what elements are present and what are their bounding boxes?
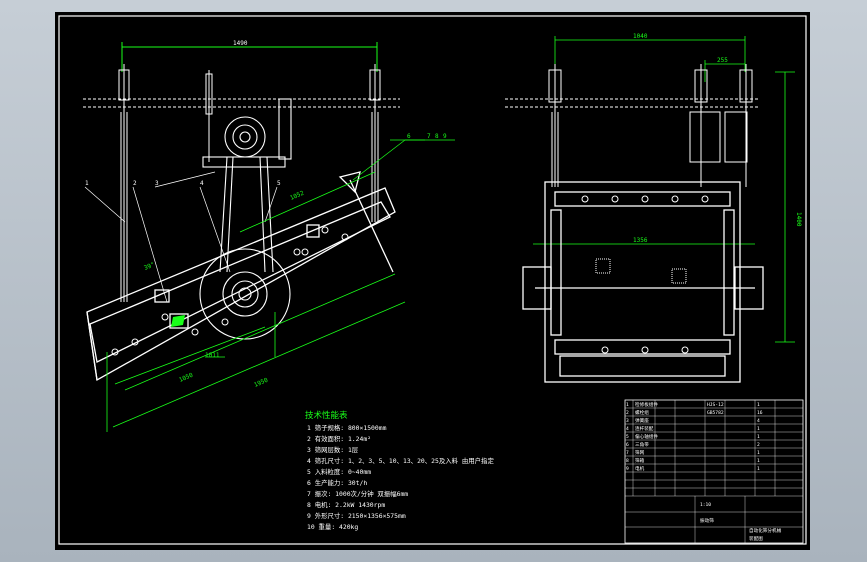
tb-drawing-name: 振动筛: [700, 517, 714, 524]
tb-cell: 1: [757, 434, 760, 440]
tb-scale: 1:10: [700, 502, 711, 508]
mesh-symbol-2: [671, 268, 687, 284]
tb-cell: 3: [626, 418, 629, 424]
part-label-4: 4: [200, 180, 204, 187]
tb-cell: 弹簧座: [635, 417, 649, 424]
spec-line: 1 筛子规格: 800×1500mm: [307, 423, 387, 432]
tb-cell: 2: [626, 410, 629, 416]
tb-cell: 7: [626, 450, 629, 456]
tb-cell: HJS-12: [707, 402, 724, 408]
dim-bottom-1: 1050: [178, 372, 194, 384]
tb-cell: 4: [626, 426, 629, 432]
part-label-9: 9: [443, 133, 447, 140]
tb-cell: 1: [626, 402, 629, 408]
drawing-sheet: 1490: [55, 12, 810, 550]
part-label-8: 8: [435, 133, 439, 140]
drawing-canvas: 1490: [58, 15, 807, 545]
part-label-2: 2: [133, 180, 137, 187]
tb-cell: 1: [757, 466, 760, 472]
mesh-symbol-1: [595, 258, 611, 274]
tb-cell: 偏心轴组件: [635, 433, 658, 440]
tb-cell: 筛箱: [635, 457, 645, 464]
tb-sheet: 装配图: [749, 535, 763, 542]
tb-cell: 连杆装配: [635, 425, 654, 432]
tb-cell: 1: [757, 458, 760, 464]
spec-line: 3 筛网层数: 1层: [307, 445, 359, 454]
dim-lower: 1011: [205, 352, 220, 359]
part-label-3: 3: [155, 180, 159, 187]
tb-cell: 6: [626, 442, 629, 448]
tb-cell: 检修板组件: [635, 401, 658, 408]
tech-specs-title: 技术性能表: [305, 410, 348, 421]
dim-small-right: 255: [717, 57, 728, 64]
right-view: 1040 255 1356 1400: [505, 33, 802, 383]
tb-cell: 三角带: [635, 441, 649, 448]
tb-cell: 2: [757, 442, 760, 448]
tech-specs: 技术性能表 1 筛子规格: 800×1500mm 2 有效面积: 1.24m² …: [305, 410, 494, 531]
title-block: 1 检修板组件 HJS-12 1 2 螺栓组 GB5782 16 3 弹簧座 4…: [624, 399, 804, 544]
spec-line: 6 生产能力: 30t/h: [307, 478, 367, 487]
dim-bottom-2: 1950: [253, 377, 269, 389]
part-label-1: 1: [85, 180, 89, 187]
spec-line: 5 入料粒度: 0~40mm: [307, 467, 371, 476]
dim-top-right: 1040: [633, 33, 648, 40]
spec-line: 9 外形尺寸: 2150×1356×575mm: [307, 511, 406, 520]
tb-cell: 5: [626, 434, 629, 440]
dim-angle: 39°: [143, 261, 156, 272]
tb-cell: 1: [757, 426, 760, 432]
tb-cell: 9: [626, 466, 629, 472]
left-view: 1490: [83, 40, 455, 432]
spec-line: 4 筛孔尺寸: 1、2、3、5、10、13、20、25及入料 由用户指定: [307, 456, 494, 465]
tb-cell: 筛网: [635, 449, 645, 456]
dim-inner-right: 1356: [633, 237, 648, 244]
part-label-6: 6: [407, 133, 411, 140]
dim-height-right: 1400: [795, 212, 802, 227]
spec-line: 2 有效面积: 1.24m²: [307, 434, 371, 443]
spec-line: 8 电机: 2.2kW 1430rpm: [307, 500, 385, 509]
tb-cell: 16: [757, 410, 763, 416]
dim-top-left-label: 1490: [233, 40, 248, 47]
dim-diag-1: 1052: [289, 190, 305, 202]
spec-line: 7 振次: 1000次/分钟 双振幅6mm: [307, 489, 408, 498]
tb-cell: 1: [757, 402, 760, 408]
drawing-frame: [58, 15, 807, 545]
tb-cell: 4: [757, 418, 760, 424]
tb-company: 自动化筛分机械: [749, 527, 782, 534]
tb-cell: 螺栓组: [635, 409, 649, 416]
title-block-rows: 1 检修板组件 HJS-12 1 2 螺栓组 GB5782 16 3 弹簧座 4…: [626, 401, 763, 472]
part-label-7: 7: [427, 133, 431, 140]
spec-line: 10 重量: 420kg: [307, 523, 358, 531]
tb-cell: GB5782: [707, 410, 724, 416]
part-label-5: 5: [277, 180, 281, 187]
tb-cell: 1: [757, 450, 760, 456]
tb-cell: 8: [626, 458, 629, 464]
tb-cell: 电机: [635, 465, 645, 472]
